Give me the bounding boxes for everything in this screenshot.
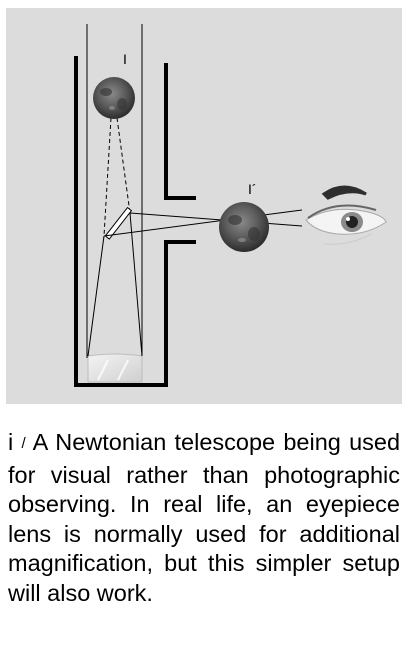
figure-caption: i / A Newtonian telescope being used for… <box>8 428 400 608</box>
reflected-rays <box>87 212 143 357</box>
eye-icon <box>305 185 387 245</box>
secondary-mirror <box>104 206 133 240</box>
telescope-tube <box>74 56 196 387</box>
primary-mirror <box>87 353 143 383</box>
tube-left-wall-and-base <box>74 56 196 387</box>
mirror-sheen <box>97 359 129 381</box>
caption-text: A Newtonian telescope being used for vis… <box>8 429 401 606</box>
dashed-rays <box>103 117 131 237</box>
moon-image <box>219 202 269 252</box>
label-image: I´ <box>248 181 257 197</box>
incoming-rays <box>86 24 143 358</box>
moon-object <box>93 77 135 119</box>
label-object: I <box>123 51 127 67</box>
caption-label-separator: / <box>21 435 26 452</box>
telescope-diagram: I I´ <box>6 8 402 404</box>
tube-right-wall-upper <box>164 63 196 200</box>
output-rays <box>103 209 303 237</box>
caption-figure-label: i <box>8 429 14 455</box>
